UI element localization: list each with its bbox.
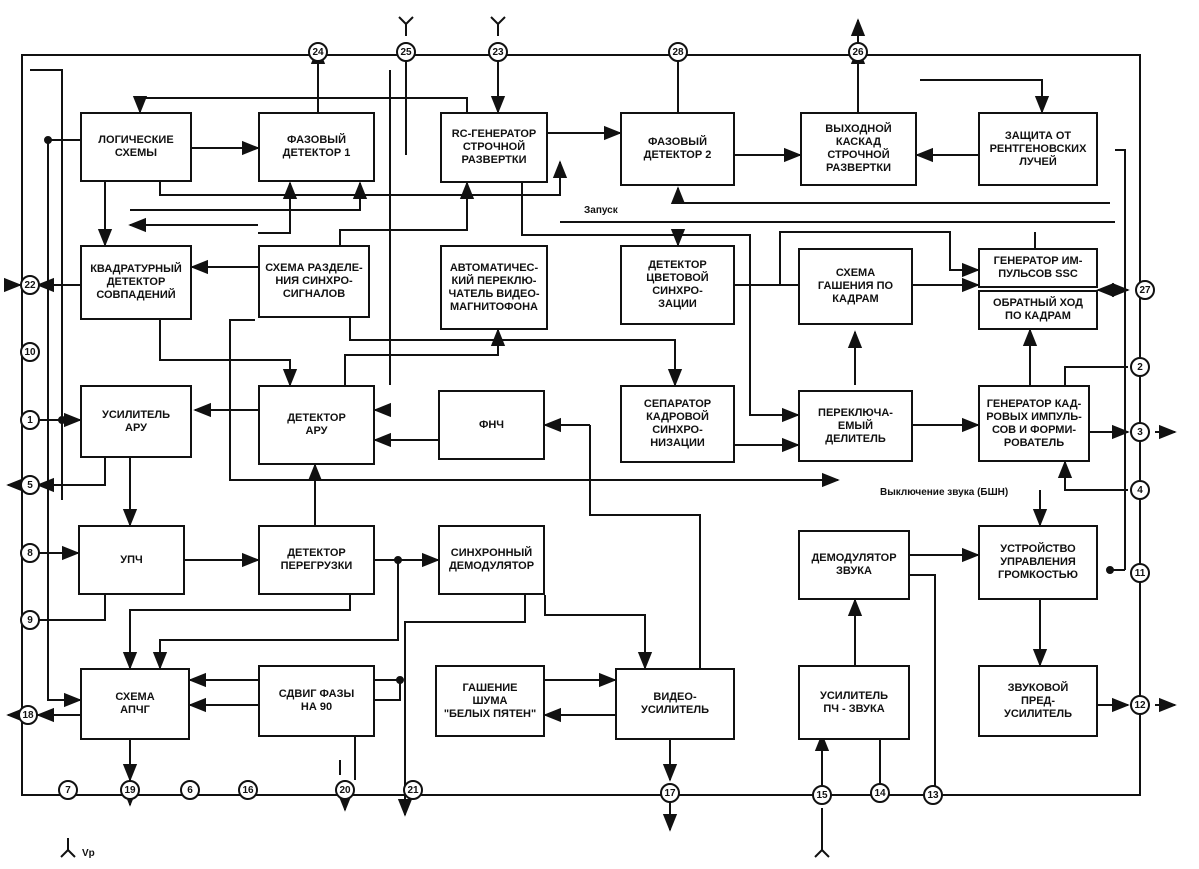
line-output-stage-block: ВЫХОДНОЙ КАСКАД СТРОЧНОЙ РАЗВЕРТКИ <box>800 112 917 186</box>
pin-20: 20 <box>335 780 355 800</box>
pin-25: 25 <box>396 42 416 62</box>
pin-24: 24 <box>308 42 328 62</box>
pin-13: 13 <box>923 785 943 805</box>
antenna-icon <box>490 16 506 36</box>
pin-6: 6 <box>180 780 200 800</box>
pin-17: 17 <box>660 783 680 803</box>
vcr-auto-switch-block: АВТОМАТИЧЕС- КИЙ ПЕРЕКЛЮ- ЧАТЕЛЬ ВИДЕО- … <box>440 245 548 330</box>
rc-line-generator-block: RC-ГЕНЕРАТОР СТРОЧНОЙ РАЗВЕРТКИ <box>440 112 548 183</box>
pin-14: 14 <box>870 783 890 803</box>
video-amplifier-block: ВИДЕО- УСИЛИТЕЛЬ <box>615 668 735 740</box>
frame-pulse-generator-block: ГЕНЕРАТОР КАД- РОВЫХ ИМПУЛЬ- СОВ И ФОРМИ… <box>978 385 1090 462</box>
pin-27: 27 <box>1135 280 1155 300</box>
pin-9: 9 <box>20 610 40 630</box>
antenna-icon <box>60 838 76 858</box>
white-spot-noise-blanking-block: ГАШЕНИЕ ШУМА "БЕЛЫХ ПЯТЕН" <box>435 665 545 737</box>
phase-shift-90-block: СДВИГ ФАЗЫ НА 90 <box>258 665 375 737</box>
sound-preamplifier-block: ЗВУКОВОЙ ПРЕД- УСИЛИТЕЛЬ <box>978 665 1098 737</box>
pin-16: 16 <box>238 780 258 800</box>
quadrature-coincidence-detector-block: КВАДРАТУРНЫЙ ДЕТЕКТОР СОВПАДЕНИЙ <box>80 245 192 320</box>
antenna-icon <box>398 16 414 36</box>
low-pass-filter-block: ФНЧ <box>438 390 545 460</box>
pin-19: 19 <box>120 780 140 800</box>
pin-7: 7 <box>58 780 78 800</box>
start-label: Запуск <box>584 205 618 216</box>
pin-26: 26 <box>848 42 868 62</box>
antenna-icon <box>814 838 830 858</box>
frame-blanking-block: СХЕМА ГАШЕНИЯ ПО КАДРАМ <box>798 248 913 325</box>
sound-if-amplifier-block: УСИЛИТЕЛЬ ПЧ - ЗВУКА <box>798 665 910 740</box>
pin-15: 15 <box>812 785 832 805</box>
volume-control-block: УСТРОЙСТВО УПРАВЛЕНИЯ ГРОМКОСТЬЮ <box>978 525 1098 600</box>
phase-detector-2-block: ФАЗОВЫЙ ДЕТЕКТОР 2 <box>620 112 735 186</box>
xray-protection-block: ЗАЩИТА ОТ РЕНТГЕНОВСКИХ ЛУЧЕЙ <box>978 112 1098 186</box>
sound-demodulator-block: ДЕМОДУЛЯТОР ЗВУКА <box>798 530 910 600</box>
pin-21: 21 <box>403 780 423 800</box>
pin-3: 3 <box>1130 422 1150 442</box>
frame-flyback-block: ОБРАТНЫЙ ХОД ПО КАДРАМ <box>978 290 1098 330</box>
pin-18: 18 <box>18 705 38 725</box>
pin-28: 28 <box>668 42 688 62</box>
pin-8: 8 <box>20 543 40 563</box>
color-sync-detector-block: ДЕТЕКТОР ЦВЕТОВОЙ СИНХРО- ЗАЦИИ <box>620 245 735 325</box>
pin-4: 4 <box>1130 480 1150 500</box>
pin-1: 1 <box>20 410 40 430</box>
frame-sync-separator-block: СЕПАРАТОР КАДРОВОЙ СИНХРО- НИЗАЦИИ <box>620 385 735 463</box>
pin-2: 2 <box>1130 357 1150 377</box>
sound-mute-label: Выключение звука (БШН) <box>880 487 1009 498</box>
pin-5: 5 <box>20 475 40 495</box>
overload-detector-block: ДЕТЕКТОР ПЕРЕГРУЗКИ <box>258 525 375 595</box>
pin-23: 23 <box>488 42 508 62</box>
agc-detector-block: ДЕТЕКТОР АРУ <box>258 385 375 465</box>
pin-10: 10 <box>20 342 40 362</box>
vp-label: Vр <box>82 848 95 859</box>
synchronous-demodulator-block: СИНХРОННЫЙ ДЕМОДУЛЯТОР <box>438 525 545 595</box>
agc-amplifier-block: УСИЛИТЕЛЬ АРУ <box>80 385 192 458</box>
afc-circuit-block: СХЕМА АПЧГ <box>80 668 190 740</box>
pin-12: 12 <box>1130 695 1150 715</box>
pin-22: 22 <box>20 275 40 295</box>
switchable-divider-block: ПЕРЕКЛЮЧА- ЕМЫЙ ДЕЛИТЕЛЬ <box>798 390 913 462</box>
logic-circuits-block: ЛОГИЧЕСКИЕ СХЕМЫ <box>80 112 192 182</box>
if-amplifier-block: УПЧ <box>78 525 185 595</box>
sync-separator-block: СХЕМА РАЗДЕЛЕ- НИЯ СИНХРО- СИГНАЛОВ <box>258 245 370 318</box>
pin-11: 11 <box>1130 563 1150 583</box>
phase-detector-1-block: ФАЗОВЫЙ ДЕТЕКТОР 1 <box>258 112 375 182</box>
ssc-pulse-generator-block: ГЕНЕРАТОР ИМ- ПУЛЬСОВ SSC <box>978 248 1098 288</box>
